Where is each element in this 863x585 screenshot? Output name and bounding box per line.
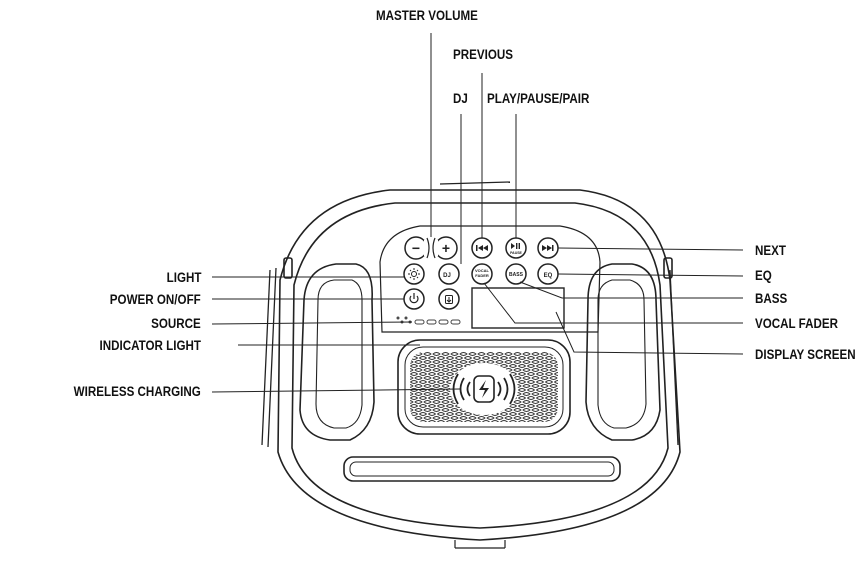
speaker-outer-body	[277, 189, 681, 541]
light-button	[403, 263, 425, 285]
fader-text: FADER	[475, 273, 489, 278]
indicator-lights	[396, 316, 461, 325]
dj-button	[438, 263, 460, 285]
bottom-bar	[343, 456, 621, 482]
play-pause-icon	[511, 243, 520, 249]
left-grip	[299, 263, 375, 441]
volume-plus-glyph: +	[442, 240, 450, 256]
label-display-screen: DISPLAY SCREEN	[755, 347, 856, 362]
label-vocal-fader: VOCAL FADER	[755, 316, 839, 331]
dj-button-text: DJ	[443, 273, 451, 279]
previous-icon	[476, 245, 488, 251]
leader-source	[211, 321, 413, 325]
leader-display	[555, 311, 744, 355]
power-icon	[409, 293, 419, 304]
leader-eq	[557, 273, 744, 277]
vocal-fader-button	[471, 263, 493, 285]
next-icon	[542, 245, 554, 251]
label-bass: BASS	[755, 291, 788, 306]
label-previous: PREVIOUS	[453, 47, 514, 62]
control-panel	[379, 225, 601, 333]
volume-minus-glyph: −	[412, 240, 420, 256]
label-light: LIGHT	[166, 270, 201, 285]
label-power: POWER ON/OFF	[110, 292, 201, 307]
label-next: NEXT	[755, 243, 786, 258]
label-source: SOURCE	[151, 316, 201, 331]
light-icon	[408, 268, 420, 280]
display-screen	[471, 287, 565, 329]
bass-button	[505, 263, 527, 285]
speaker-inner-body	[291, 202, 669, 529]
label-master-volume: MASTER VOLUME	[376, 8, 478, 23]
leader-next	[557, 247, 744, 251]
leader-wireless	[211, 388, 461, 393]
eq-button-text: EQ	[544, 273, 553, 279]
label-dj: DJ	[453, 91, 468, 106]
label-eq: EQ	[755, 268, 772, 283]
bass-button-text: BASS	[509, 272, 524, 278]
leader-vocal-fader	[483, 282, 743, 324]
source-icon	[445, 295, 453, 304]
play-pause-sublabel: PAUSE	[510, 251, 522, 255]
leader-bass	[519, 281, 743, 299]
vocal-text: VOCAL	[475, 268, 490, 273]
label-indicator-light: INDICATOR LIGHT	[99, 338, 201, 353]
label-play-pause-pair: PLAY/PAUSE/PAIR	[487, 91, 590, 106]
right-grip	[585, 263, 661, 441]
speaker-grille	[397, 339, 571, 435]
wireless-charging-pad	[450, 363, 518, 415]
label-wireless-charging: WIRELESS CHARGING	[73, 384, 201, 399]
